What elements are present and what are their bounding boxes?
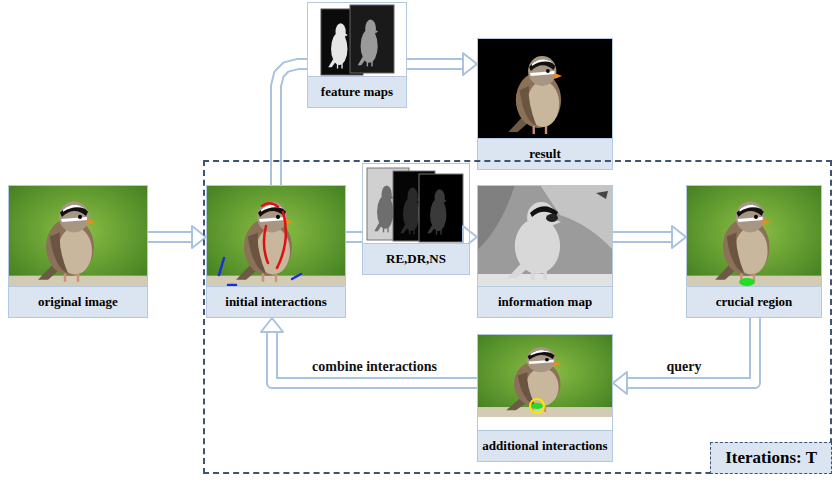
map-region [596,191,608,199]
arrow-head [613,372,627,394]
image-panel: additional interactions [477,334,613,462]
arrow-head [261,318,283,332]
flow-arrow [261,318,477,383]
arrow-shaft-fill [276,64,307,185]
foreground-scribble [277,212,286,268]
bird-silhouette [374,186,394,233]
bird-silhouette [427,189,447,234]
image-panel: RE,DR,NS [362,163,470,275]
flow-arrow [346,237,362,238]
crucial-region-mark [531,403,543,409]
flow-arrow [148,226,206,248]
edge-label: query [665,359,704,375]
bird-photo [477,334,613,417]
panel-caption: original image [9,286,147,317]
map-region [546,214,558,222]
image-panel: crucial region [686,185,822,318]
bird-photo [686,185,822,288]
foreground-scribble [264,226,268,263]
arrow-shaft-fill [407,60,463,68]
arrow-shaft-fill [272,332,477,383]
arrow-shaft [627,318,755,383]
arrow-shaft [613,231,672,243]
image-panel: initial interactions [206,185,346,318]
bird-silhouette [400,188,420,235]
panel-caption: crucial region [687,286,821,317]
map-region [477,185,613,288]
background-scribble [219,258,224,275]
arrow-head [463,53,477,75]
image-panel: original image [8,185,148,318]
arrow-shaft [276,64,307,185]
arrow-shaft [148,231,192,243]
iteration-region: Iterations: T initial interactions RE,DR,N… [203,160,832,474]
flow-arrow [407,53,477,75]
bird-photo [206,185,346,288]
image-panel: information map [477,185,613,318]
measure-map [419,174,463,242]
edge-label: combine interactions [310,359,439,375]
panel-caption: result [478,138,612,169]
foreground-scribble [262,203,278,207]
flow-arrow [276,64,307,185]
query-mark [530,399,544,413]
map-region [477,185,515,250]
arrow-shaft [346,231,362,243]
bird-silhouette [328,23,348,68]
background-scribble [292,274,301,279]
flow-arrow [613,226,686,248]
arrow-shaft-fill [148,233,192,241]
arrow-shaft-fill [613,233,672,241]
iteration-label: Iterations: T [710,442,832,474]
image-panel: feature maps [307,2,407,108]
arrow-shaft-fill [346,233,362,241]
bird-silhouette [507,202,561,280]
arrow-head [672,226,686,248]
crucial-region-mark [739,278,755,286]
result-background [477,38,613,142]
measure-map-stack [367,168,463,242]
information-map [477,185,613,288]
image-panel: result [477,38,613,170]
panel-caption: information map [478,286,612,317]
panel-caption: initial interactions [207,286,345,317]
feature-map-stack [321,5,394,75]
panel-caption: RE,DR,NS [363,243,469,274]
arrow-shaft [407,58,463,70]
arrow-shaft-fill [627,318,755,383]
bird-silhouette [358,20,378,67]
feature-map [350,5,394,73]
panel-caption: additional interactions [478,430,612,461]
panel-caption: feature maps [308,76,406,107]
user-scribbles [219,203,301,285]
segmented-bird [508,56,562,134]
bird-photo [8,185,148,288]
arrow-shaft [272,332,477,383]
flow-arrow [613,318,755,394]
